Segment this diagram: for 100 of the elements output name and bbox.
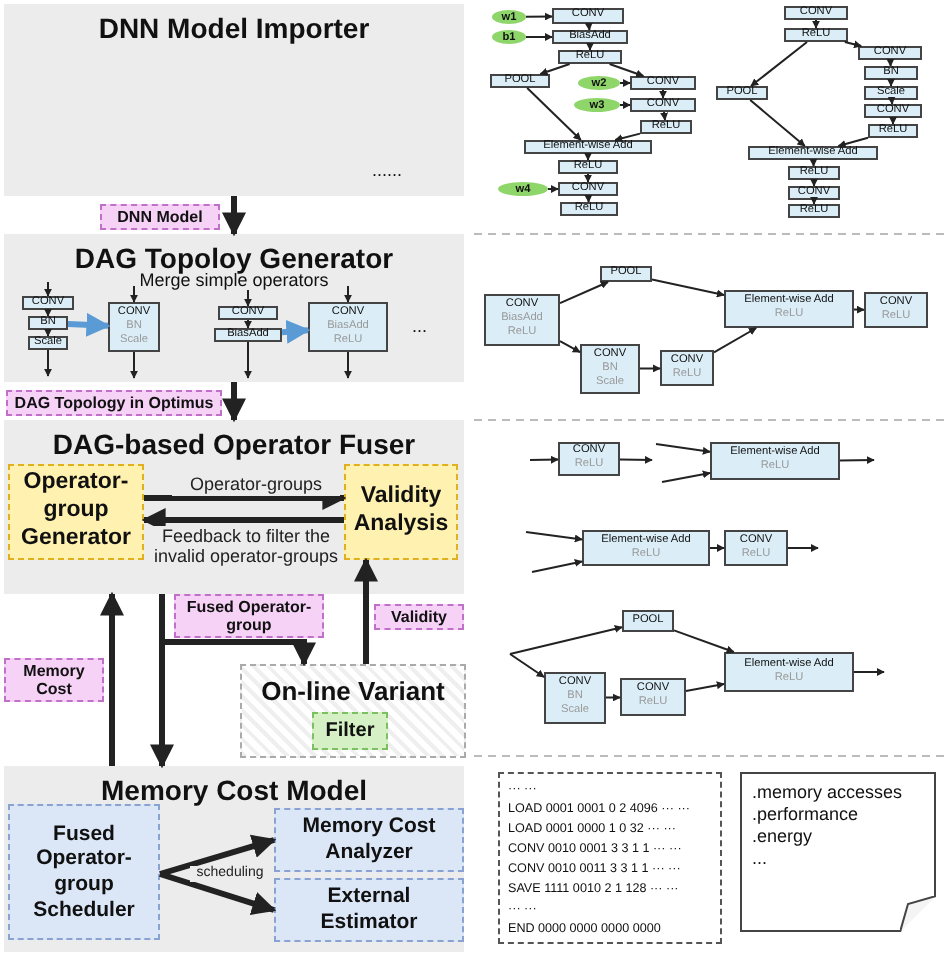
module-panel (240, 664, 466, 758)
arrow (44, 328, 52, 337)
arrow (809, 158, 818, 167)
arrow (787, 544, 819, 552)
arrow (222, 196, 246, 237)
operator-box (864, 86, 918, 100)
arrow (344, 351, 352, 379)
operator-box (710, 442, 840, 480)
arrow (619, 101, 631, 109)
operator-box (558, 160, 618, 174)
operator-box (620, 678, 686, 716)
operator-box (552, 30, 628, 44)
operator-box (484, 294, 560, 346)
panel-subtitle: Merge simple operators (139, 270, 329, 290)
arrow (586, 42, 594, 51)
weight-node (574, 98, 620, 112)
arrow (67, 312, 111, 337)
component-label: External Estimator (318, 884, 420, 936)
operator-box (560, 202, 618, 216)
operator-box (552, 8, 624, 24)
arrow (685, 681, 725, 692)
operator-box (868, 124, 918, 138)
arrow (673, 629, 735, 654)
arrow (655, 443, 711, 455)
operator-box (218, 306, 278, 320)
module-panel (4, 234, 464, 382)
arrow (639, 364, 661, 373)
arrow (222, 382, 246, 423)
operator-box (28, 316, 68, 330)
panel-title: DAG-based Operator Fuser (52, 428, 416, 460)
component-box (8, 464, 144, 560)
operator-box (108, 302, 160, 352)
component-box (344, 464, 458, 560)
arrow (529, 455, 559, 464)
arrow (887, 78, 895, 87)
operator-box (788, 166, 840, 180)
arrow (749, 99, 806, 147)
operator-box (724, 530, 788, 566)
component-label: Memory Cost Analyzer (300, 814, 438, 866)
arrow (886, 58, 895, 67)
edge-label: Fused Operator-group (174, 594, 324, 638)
arrow (614, 132, 641, 143)
arrow (281, 319, 311, 344)
operator-box (544, 672, 606, 724)
arrow (750, 41, 808, 87)
arrow (159, 871, 277, 915)
operator-box (788, 186, 840, 200)
arrow (812, 19, 820, 29)
arrow (100, 591, 124, 766)
code-panel (498, 772, 722, 944)
arrow (130, 351, 138, 379)
arrow (810, 196, 818, 205)
weight-node (492, 30, 526, 44)
arrow (354, 557, 378, 664)
panel-title: DAG Topoloy Generator (74, 242, 394, 274)
arrow (539, 63, 571, 76)
ellipsis-text: ... (412, 316, 428, 336)
module-panel (4, 766, 464, 952)
operator-box (28, 336, 68, 350)
arrow (526, 87, 582, 141)
edge-label: Operator-groups (172, 474, 340, 496)
arrow (713, 327, 758, 354)
edge-label: Memory Cost (4, 658, 104, 702)
arrow (584, 194, 593, 203)
operator-box (630, 98, 696, 112)
arrow (44, 281, 52, 297)
arrow (619, 79, 631, 87)
edge-label: Validity (374, 604, 464, 630)
panel-title: DNN Model Importer (98, 12, 370, 44)
ellipsis-text: ...... (372, 160, 403, 180)
operator-box (640, 120, 692, 134)
arrow (584, 152, 592, 161)
arrow (531, 559, 583, 573)
arrow (605, 693, 621, 702)
edge-label: DAG Topology in Optimus (6, 390, 222, 416)
arrow (887, 96, 896, 105)
operator-box (558, 442, 620, 476)
arrow (509, 625, 623, 655)
module-panel (4, 4, 464, 196)
note-line: .memory accesses (752, 782, 905, 804)
operator-box (308, 302, 388, 352)
component-box (8, 804, 160, 940)
arrow (651, 278, 725, 298)
arrow (244, 319, 252, 329)
arrow (889, 116, 897, 125)
note-card (740, 772, 936, 932)
note-line: .performance (752, 804, 861, 826)
arrow (525, 531, 583, 543)
operator-box (600, 266, 652, 282)
arrow (853, 668, 885, 676)
note-line: ... (752, 848, 770, 870)
panel-title: On-line Variant (261, 676, 445, 706)
note-line: .energy (752, 826, 815, 848)
arrow (837, 136, 869, 148)
arrow (810, 178, 818, 187)
weight-node (492, 10, 526, 24)
filter-box (312, 712, 388, 750)
arrow (584, 22, 593, 31)
arrow (584, 173, 592, 183)
operator-box (622, 610, 674, 632)
